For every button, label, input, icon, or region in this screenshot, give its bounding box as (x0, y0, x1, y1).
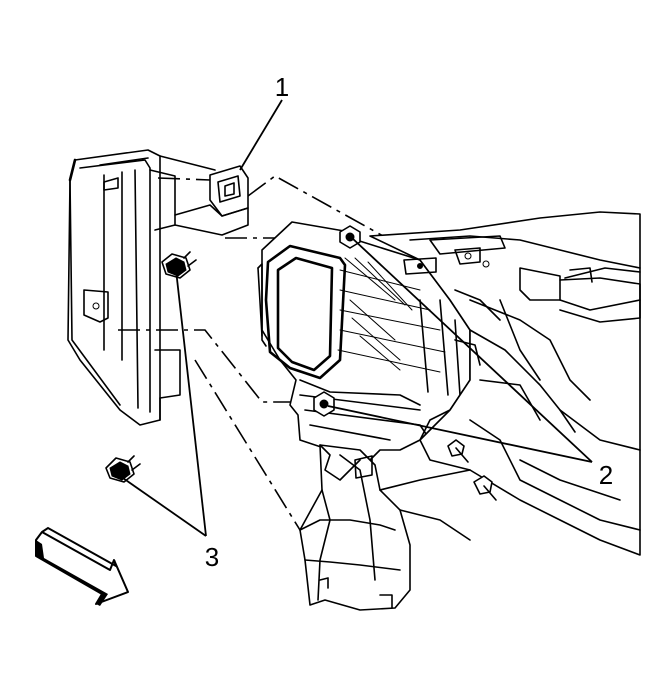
leader-2a (351, 237, 593, 463)
alignment-line-mid (118, 329, 312, 403)
callout-leaders (119, 99, 593, 537)
forward-direction-arrow-icon (35, 526, 129, 606)
bolt-lower (105, 455, 141, 483)
dash-bolt-b (473, 475, 497, 501)
leader-3a (175, 269, 207, 537)
trim-panel (67, 149, 216, 426)
callout-2: 2 (599, 460, 613, 490)
alignment-line-clip (247, 175, 431, 263)
bolt-upper (161, 251, 197, 279)
leader-3b (119, 475, 207, 537)
retainer-clip (174, 165, 249, 236)
leader-1 (239, 99, 283, 171)
callout-3: 3 (205, 542, 219, 572)
air-duct-housing (257, 221, 471, 461)
leader-2b (327, 405, 593, 463)
lower-floor-duct (299, 444, 471, 611)
instrument-panel-structure (369, 211, 641, 556)
alignment-line-upper (157, 177, 211, 181)
dash-bolt-a (447, 439, 469, 463)
callout-1: 1 (275, 72, 289, 102)
